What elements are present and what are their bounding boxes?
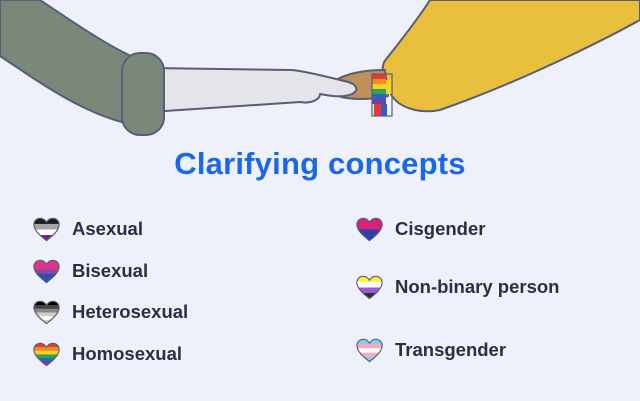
legend-item-asexual: Asexual [31, 215, 143, 243]
legend-item-label: Homosexual [72, 343, 183, 364]
heterosexual-flag-heart-icon [33, 300, 60, 325]
rainbow-bracelet [371, 73, 393, 117]
left-cuff [121, 52, 165, 136]
legend-item-label: Transgender [395, 339, 507, 360]
hands-illustration [0, 0, 640, 136]
legend-item-heterosexual: Heterosexual [31, 298, 188, 326]
bisexual-flag-heart-icon [33, 259, 60, 284]
legend-item-transgender: Transgender [354, 336, 506, 364]
legend-item-non-binary-person: Non-binary person [354, 273, 559, 301]
left-sleeve [0, 0, 141, 127]
cisgender-heart-icon [356, 217, 383, 242]
legend-item-cisgender: Cisgender [354, 215, 485, 243]
right-sleeve [381, 0, 640, 113]
rainbow-flag-heart-icon [33, 342, 60, 367]
legend-item-homosexual: Homosexual [31, 340, 182, 368]
left-arm [149, 67, 358, 113]
legend-item-label: Asexual [72, 218, 143, 239]
legend-item-label: Non-binary person [395, 276, 560, 297]
asexual-flag-heart-icon [33, 217, 60, 242]
page-title: Clarifying concepts [174, 146, 466, 181]
legend-item-bisexual: Bisexual [31, 257, 148, 285]
transgender-flag-heart-icon [356, 338, 383, 363]
legend-item-label: Heterosexual [72, 301, 189, 322]
nonbinary-flag-heart-icon [356, 275, 383, 300]
legend-item-label: Cisgender [395, 218, 486, 239]
legend-item-label: Bisexual [72, 260, 149, 281]
